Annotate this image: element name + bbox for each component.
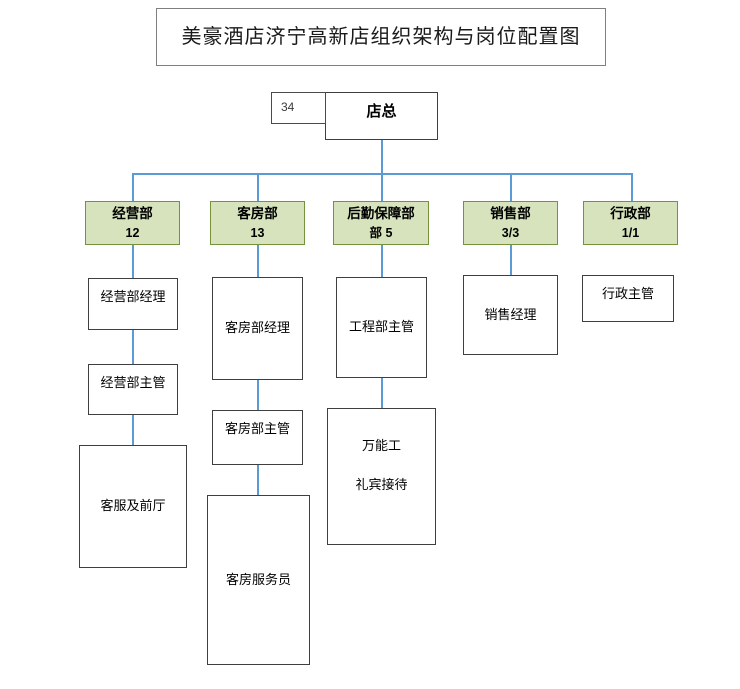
role-box-kefangbu-jingli[interactable]: 客房部经理	[212, 277, 303, 380]
dept-box-xiaoshoubu[interactable]: 销售部 3/3	[463, 201, 558, 245]
connector-role2-to-role3-col1	[132, 415, 134, 445]
dept-count-1: 12	[125, 225, 140, 240]
dept-count-5: 1/1	[621, 225, 640, 240]
role-box-xingzheng-zhuguan[interactable]: 行政主管	[582, 275, 674, 322]
dept-box-xingzhengbu[interactable]: 行政部 1/1	[583, 201, 678, 245]
role-box-kefu-jiqianting[interactable]: 客服及前厅	[79, 445, 187, 568]
dept-count-3: 部 5	[369, 225, 393, 240]
connector-role1-to-role2-col1	[132, 330, 134, 364]
role-label-xingzheng-zhuguan: 行政主管	[601, 286, 654, 301]
dept-name-1: 经营部	[112, 205, 153, 221]
dept-name-4: 销售部	[490, 205, 531, 221]
role-box-jingyingbu-jingli[interactable]: 经营部经理	[88, 278, 178, 330]
connector-role2-to-role3-col2	[257, 465, 259, 495]
dept-count-2: 13	[250, 225, 265, 240]
root-node-dianzong[interactable]: 店总	[325, 92, 438, 140]
dept-box-jingyingbu[interactable]: 经营部 12	[85, 201, 180, 245]
dept-name-5: 行政部	[610, 205, 651, 221]
role-label-gongchengbu-zhuguan: 工程部主管	[348, 319, 414, 335]
role-label-jingyingbu-zhuguan: 经营部主管	[100, 375, 166, 390]
role-label-xiaoshou-jingli: 销售经理	[484, 306, 537, 322]
connector-root-down	[381, 140, 383, 174]
role-label-wannenggong: 万能工	[361, 438, 401, 453]
role-box-wannenggong-libin[interactable]: 万能工 礼宾接待	[327, 408, 436, 545]
role-label-kefu-jiqianting: 客服及前厅	[100, 498, 166, 514]
connector-bus-to-dept-4	[510, 173, 512, 201]
role-label-libin-jiedai: 礼宾接待	[355, 476, 408, 492]
dept-name-3: 后勤保障部	[347, 205, 415, 221]
role-label-kefangbu-zhuguan: 客房部主管	[224, 421, 290, 436]
role-label-kefang-fuwuyuan: 客房服务员	[225, 571, 291, 587]
dept-name-2: 客房部	[237, 205, 278, 221]
root-node-label: 店总	[366, 103, 397, 120]
role-box-gongchengbu-zhuguan[interactable]: 工程部主管	[336, 277, 427, 378]
connector-dept2-to-role1	[257, 245, 259, 277]
root-headcount-box: 34	[271, 92, 326, 124]
connector-dept1-to-role1	[132, 245, 134, 278]
chart-title: 美豪酒店济宁高新店组织架构与岗位配置图	[181, 25, 581, 48]
connector-dept4-to-role1	[510, 245, 512, 275]
role-box-xiaoshou-jingli[interactable]: 销售经理	[463, 275, 558, 355]
chart-title-box: 美豪酒店济宁高新店组织架构与岗位配置图	[156, 8, 606, 66]
connector-bus-to-dept-2	[257, 173, 259, 201]
connector-bus-to-dept-1	[132, 173, 134, 201]
connector-bus-to-dept-5	[631, 173, 633, 201]
connector-role1-to-role2-col3	[381, 378, 383, 408]
role-box-jingyingbu-zhuguan[interactable]: 经营部主管	[88, 364, 178, 415]
dept-count-4: 3/3	[501, 225, 520, 240]
role-box-kefang-fuwuyuan[interactable]: 客房服务员	[207, 495, 310, 665]
role-label-jingyingbu-jingli: 经营部经理	[100, 289, 166, 304]
role-box-kefangbu-zhuguan[interactable]: 客房部主管	[212, 410, 303, 465]
connector-bus-to-dept-3	[381, 173, 383, 201]
dept-box-kefangbu[interactable]: 客房部 13	[210, 201, 305, 245]
connector-role1-to-role2-col2	[257, 380, 259, 410]
root-headcount-value: 34	[281, 100, 295, 114]
dept-box-houqinbaozhangbu[interactable]: 后勤保障部 部 5	[333, 201, 429, 245]
connector-dept3-to-role1	[381, 245, 383, 277]
role-label-kefangbu-jingli: 客房部经理	[224, 320, 290, 336]
